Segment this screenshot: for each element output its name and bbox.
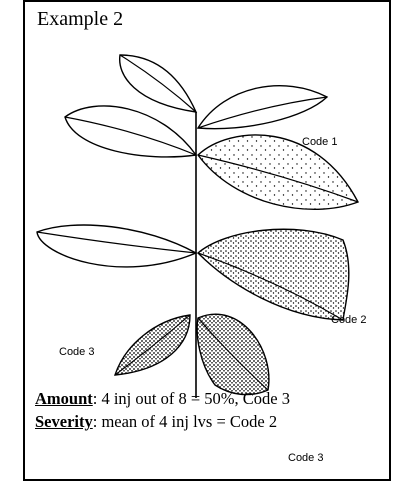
amount-key: Amount: [35, 389, 93, 408]
code2-label: Code 2: [331, 314, 367, 326]
plant-diagram: [36, 54, 359, 398]
severity-caption: Severity: mean of 4 inj lvs = Code 2: [35, 412, 277, 432]
amount-text: : 4 inj out of 8 = 50%, Code 3: [92, 389, 290, 408]
code3-left-label: Code 3: [59, 346, 95, 358]
severity-text: : mean of 4 inj lvs = Code 2: [92, 412, 278, 431]
amount-caption: Amount: 4 inj out of 8 = 50%, Code 3: [35, 389, 290, 409]
leaf-lower-right: [196, 313, 270, 396]
example-frame: Example 2: [23, 0, 391, 481]
severity-key: Severity: [35, 412, 93, 431]
leaf-upper-left: [64, 105, 198, 158]
example-title: Example 2: [37, 8, 124, 30]
code3-bottom-label: Code 3: [288, 452, 324, 464]
leaf-middle-left: [36, 224, 198, 268]
leaf-middle-right: [196, 228, 350, 321]
code1-label: Code 1: [302, 136, 338, 148]
leaf-top-left: [119, 54, 198, 113]
